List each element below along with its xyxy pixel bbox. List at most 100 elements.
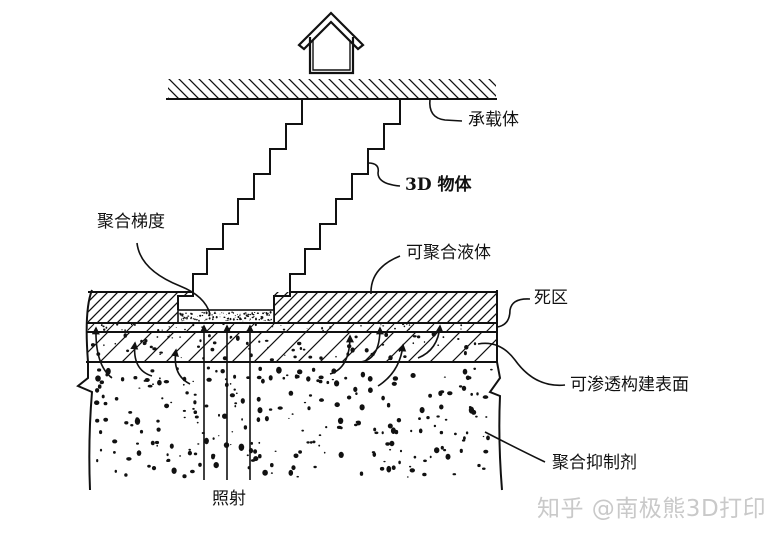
- speckle: [321, 326, 324, 330]
- dead-zone-layer: [86, 322, 498, 333]
- speckle: [322, 329, 324, 332]
- speckle: [461, 439, 466, 442]
- speckle: [156, 427, 161, 432]
- irradiation-lines: [200, 324, 254, 480]
- speckle: [306, 376, 311, 382]
- speckle: [181, 318, 182, 320]
- speckle: [241, 418, 244, 421]
- speckle: [381, 431, 384, 435]
- speckle: [212, 316, 215, 319]
- speckle: [222, 323, 225, 326]
- speckle: [190, 317, 192, 320]
- speckle: [183, 319, 185, 321]
- speckle: [258, 366, 263, 371]
- speckle: [100, 324, 103, 327]
- speckle: [179, 312, 181, 315]
- speckle: [105, 326, 108, 329]
- speckle: [142, 342, 146, 346]
- speckle: [196, 421, 199, 424]
- speckle: [182, 474, 187, 479]
- speckle: [356, 420, 362, 426]
- speckle: [269, 320, 271, 322]
- speckle: [102, 325, 105, 328]
- speckle: [114, 469, 118, 473]
- speckle: [193, 400, 197, 405]
- speckle: [133, 376, 138, 380]
- speckle: [386, 465, 392, 473]
- speckle: [282, 328, 286, 331]
- speckle: [181, 320, 183, 322]
- speckle: [182, 317, 185, 320]
- speckle: [161, 329, 163, 331]
- speckle: [389, 440, 395, 447]
- speckle: [353, 386, 358, 392]
- speckle: [374, 431, 379, 435]
- speckle: [270, 318, 273, 321]
- speckle: [206, 366, 210, 370]
- leader-liquid: [370, 255, 401, 295]
- speckle: [245, 312, 247, 314]
- speckle: [246, 454, 249, 457]
- speckle: [123, 333, 128, 338]
- speckle: [359, 471, 364, 476]
- speckle: [379, 466, 385, 471]
- speckle: [238, 443, 245, 451]
- speckle: [211, 314, 213, 316]
- speckle: [439, 430, 444, 435]
- speckle: [464, 345, 469, 350]
- speckle: [389, 448, 392, 451]
- speckle: [124, 329, 126, 332]
- speckle: [372, 452, 377, 457]
- speckle: [150, 440, 155, 446]
- speckle: [482, 467, 486, 470]
- speckle: [235, 392, 238, 395]
- speckle: [192, 323, 195, 327]
- leader-carrier: [428, 98, 463, 122]
- leader-gradient: [136, 242, 211, 315]
- speckle: [306, 328, 308, 329]
- speckle: [437, 344, 440, 347]
- speckle: [112, 439, 118, 444]
- label-polymerization-gradient: 聚合梯度: [97, 212, 165, 232]
- speckle: [212, 341, 217, 345]
- speckle: [151, 466, 157, 471]
- speckle: [163, 380, 170, 384]
- speckle: [157, 329, 160, 332]
- speckle: [407, 328, 410, 331]
- speckle: [124, 421, 129, 425]
- speckle: [410, 373, 416, 378]
- speckle: [215, 316, 218, 319]
- speckle: [258, 441, 261, 444]
- speckle: [408, 324, 411, 326]
- speckle: [144, 378, 150, 382]
- speckle: [156, 444, 158, 447]
- speckle: [97, 384, 102, 389]
- speckle: [482, 435, 485, 438]
- speckle: [371, 451, 376, 454]
- label-polymerization-inhibitor: 聚合抑制剂: [552, 453, 637, 473]
- speckle: [227, 318, 229, 320]
- speckle: [419, 407, 425, 414]
- speckle: [201, 314, 204, 317]
- speckle: [483, 449, 489, 454]
- speckle: [282, 376, 286, 380]
- speckle: [293, 453, 299, 459]
- speckle: [306, 441, 310, 444]
- label-irradiation: 照射: [212, 489, 246, 509]
- speckle: [233, 374, 237, 379]
- speckle: [222, 413, 228, 419]
- speckle: [323, 451, 326, 454]
- speckle: [318, 379, 323, 384]
- speckle: [99, 430, 103, 435]
- speckle: [229, 383, 232, 385]
- speckle: [206, 377, 212, 382]
- speckle: [335, 355, 337, 358]
- speckle: [293, 355, 297, 359]
- speckle: [215, 369, 218, 373]
- watermark: 知乎 @南极熊3D打印: [537, 496, 767, 522]
- speckle: [381, 395, 385, 401]
- speckle: [240, 398, 245, 404]
- speckle: [423, 459, 427, 463]
- speckle: [257, 407, 263, 414]
